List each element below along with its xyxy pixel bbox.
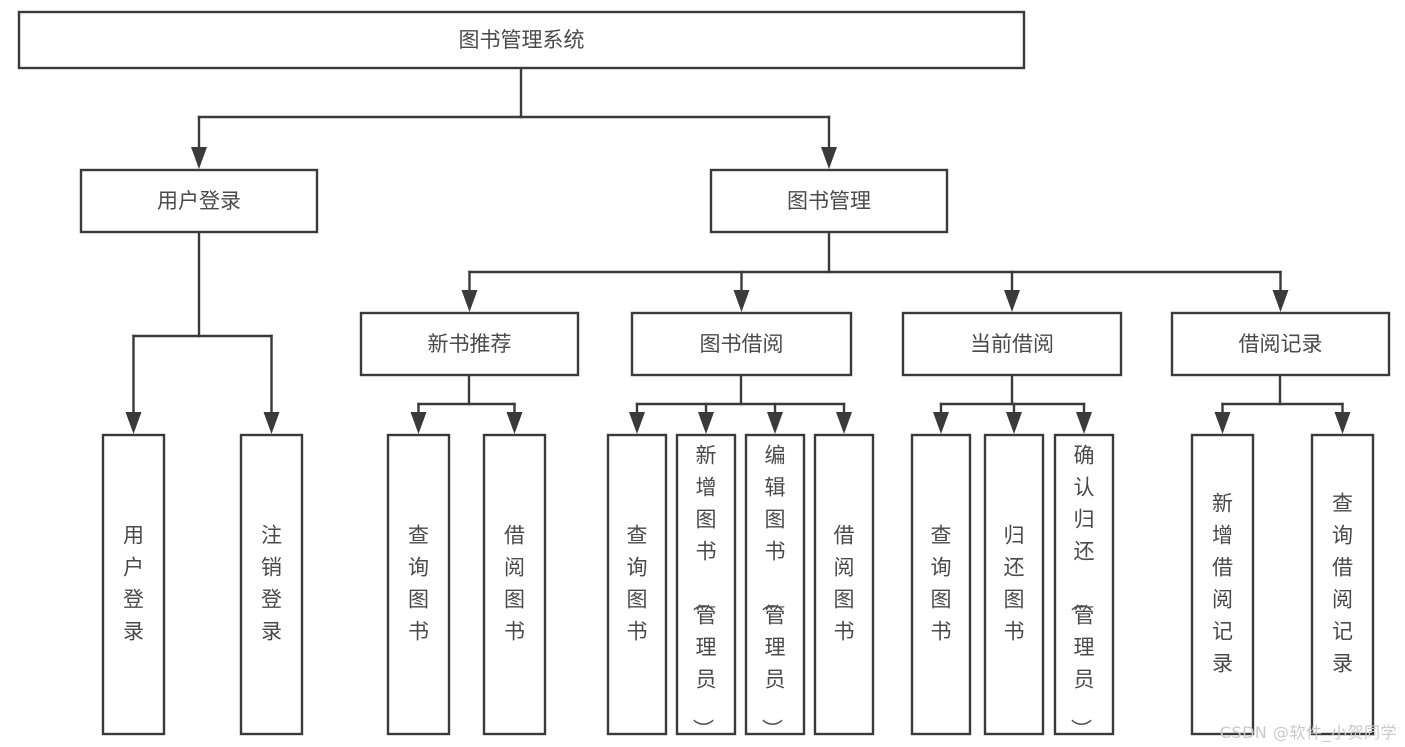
node-label-leaf-edit-book: 编辑图书（管理员）: [760, 444, 786, 740]
node-box-leaf-add-book: [675, 433, 737, 736]
node-leaf-user-login[interactable]: 用户登录: [101, 433, 166, 736]
connector-user-login: [125, 230, 280, 434]
node-box-leaf-query-book-1: [386, 433, 451, 736]
node-label-current-borrow: 当前借阅: [970, 332, 1054, 356]
node-label-new-book-rec: 新书推荐: [428, 332, 512, 356]
node-box-borrow-record: [1170, 311, 1391, 377]
node-box-leaf-confirm-return: [1053, 433, 1115, 736]
node-box-leaf-borrow-book-1: [482, 433, 547, 736]
node-label-leaf-add-record: 新增借阅记录: [1212, 492, 1233, 676]
node-leaf-borrow-book-2[interactable]: 借阅图书: [813, 433, 875, 736]
node-label-leaf-query-book-2: 查询图书: [627, 524, 648, 644]
node-box-leaf-query-book-2: [606, 433, 668, 736]
node-book-borrow[interactable]: 图书借阅: [630, 311, 853, 377]
node-leaf-query-book-1[interactable]: 查询图书: [386, 433, 451, 736]
connector-book-manage: [461, 230, 1289, 312]
node-borrow-record[interactable]: 借阅记录: [1170, 311, 1391, 377]
node-book-manage[interactable]: 图书管理: [709, 168, 949, 234]
node-box-new-book-rec: [359, 311, 580, 377]
node-leaf-edit-book[interactable]: 编辑图书（管理员）: [744, 433, 806, 740]
node-label-leaf-return-book: 归还图书: [1004, 524, 1025, 644]
node-box-leaf-add-record: [1190, 433, 1255, 736]
node-user-login[interactable]: 用户登录: [79, 168, 319, 234]
connector-current-borrow: [933, 373, 1092, 434]
node-label-leaf-borrow-book-1: 借阅图书: [504, 524, 525, 644]
node-box-leaf-query-book-3: [910, 433, 972, 736]
node-label-user-login: 用户登录: [157, 189, 241, 213]
connector-book-borrow: [629, 373, 852, 434]
node-leaf-query-record[interactable]: 查询借阅记录: [1310, 433, 1375, 736]
watermark-text: CSDN @软件_小贺同学: [1219, 723, 1397, 742]
node-box-book-borrow: [630, 311, 853, 377]
node-box-leaf-return-book: [983, 433, 1045, 736]
node-leaf-query-book-3[interactable]: 查询图书: [910, 433, 972, 736]
node-new-book-rec[interactable]: 新书推荐: [359, 311, 580, 377]
node-box-book-manage: [709, 168, 949, 234]
node-label-borrow-record: 借阅记录: [1239, 332, 1323, 356]
node-label-leaf-query-record: 查询借阅记录: [1332, 492, 1353, 676]
node-label-root: 图书管理系统: [459, 28, 585, 52]
node-box-leaf-logout: [239, 433, 304, 736]
node-layer: 图书管理系统用户登录图书管理新书推荐图书借阅当前借阅借阅记录用户登录注销登录查询…: [17, 10, 1391, 740]
node-leaf-confirm-return[interactable]: 确认归还（管理员）: [1053, 433, 1115, 740]
connector-root: [191, 66, 837, 169]
node-box-leaf-user-login: [101, 433, 166, 736]
node-box-leaf-query-record: [1310, 433, 1375, 736]
node-label-leaf-user-login: 用户登录: [123, 524, 144, 644]
connector-layer: [125, 66, 1351, 434]
node-box-leaf-borrow-book-2: [813, 433, 875, 736]
node-box-root: [17, 10, 1026, 70]
node-label-leaf-confirm-return: 确认归还（管理员）: [1069, 444, 1095, 740]
node-box-leaf-edit-book: [744, 433, 806, 736]
node-label-leaf-query-book-1: 查询图书: [408, 524, 429, 644]
node-root[interactable]: 图书管理系统: [17, 10, 1026, 70]
node-label-leaf-add-book: 新增图书（管理员）: [691, 444, 717, 740]
node-leaf-return-book[interactable]: 归还图书: [983, 433, 1045, 736]
node-label-leaf-logout: 注销登录: [261, 524, 282, 644]
node-label-book-borrow: 图书借阅: [700, 332, 784, 356]
node-label-book-manage: 图书管理: [787, 189, 871, 213]
node-label-leaf-query-book-3: 查询图书: [931, 524, 952, 644]
node-box-user-login: [79, 168, 319, 234]
node-leaf-query-book-2[interactable]: 查询图书: [606, 433, 668, 736]
node-current-borrow[interactable]: 当前借阅: [901, 311, 1123, 377]
node-leaf-add-book[interactable]: 新增图书（管理员）: [675, 433, 737, 740]
node-leaf-borrow-book-1[interactable]: 借阅图书: [482, 433, 547, 736]
node-box-current-borrow: [901, 311, 1123, 377]
node-leaf-logout[interactable]: 注销登录: [239, 433, 304, 736]
connector-borrow-record: [1214, 373, 1351, 434]
node-leaf-add-record[interactable]: 新增借阅记录: [1190, 433, 1255, 736]
connector-new-book-rec: [410, 373, 523, 434]
node-label-leaf-borrow-book-2: 借阅图书: [834, 524, 855, 644]
